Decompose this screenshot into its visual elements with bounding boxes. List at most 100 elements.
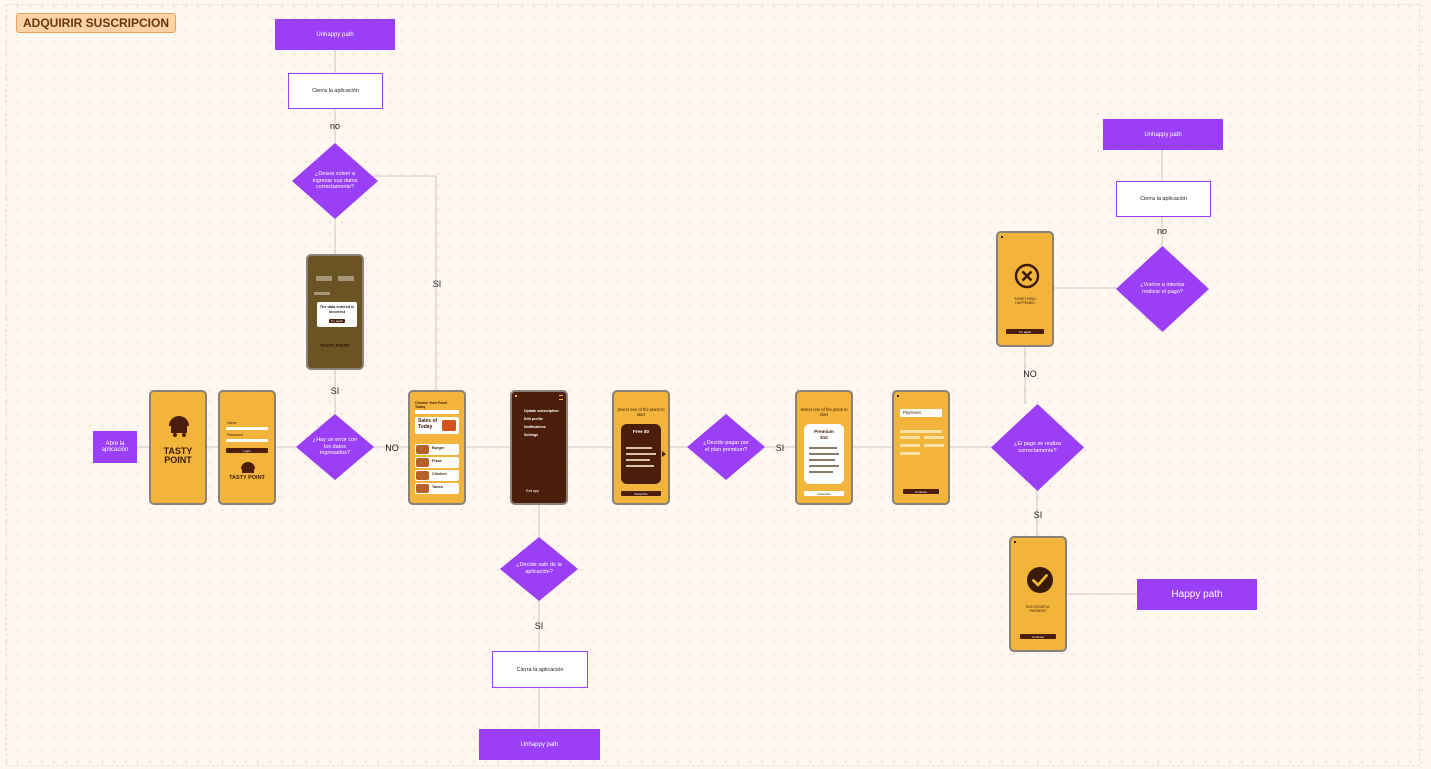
food-item-label: Tacos xyxy=(432,485,443,489)
next-plan-arrow-icon[interactable] xyxy=(662,451,666,457)
screen-premium-plan[interactable]: Select one of the plans to start Premium… xyxy=(795,390,853,505)
plan-feature xyxy=(809,447,837,449)
try-again-button[interactable]: Try again xyxy=(329,319,345,323)
edge-label-no: no xyxy=(329,121,341,131)
brand-logo-text: TASTY POINT xyxy=(229,475,265,481)
login-name-label: Name xyxy=(227,421,237,425)
plan-name: Premium $10 xyxy=(814,429,834,440)
screen-free-plan[interactable]: Select one of the plans to start Free $0… xyxy=(612,390,670,505)
login-password-label: Password xyxy=(227,433,243,437)
premium-plan-card[interactable]: Premium $10 xyxy=(804,424,844,484)
food-item-label: Chicken xyxy=(432,472,447,476)
try-again-button[interactable]: Try again xyxy=(1006,329,1044,334)
home-food-item[interactable]: Pizza xyxy=(415,457,459,468)
sales-banner[interactable]: Sales of Today xyxy=(415,417,459,434)
back-icon[interactable] xyxy=(897,395,899,397)
plans-title: Select one of the plans to start xyxy=(800,407,848,418)
unhappy-path-top[interactable]: Unhappy path xyxy=(275,19,395,50)
screen-splash[interactable]: TASTY POINT xyxy=(149,390,207,505)
start-node[interactable]: Abre la aplicación xyxy=(93,431,137,463)
decision-payment-ok[interactable]: ¿El pago se realiza correctamente? xyxy=(991,404,1084,491)
back-icon[interactable] xyxy=(515,395,517,397)
decision-data-error[interactable]: ¿Hay un error con los datos ingresados? xyxy=(296,414,374,480)
brand-logo-text: TASTY POINT xyxy=(163,446,193,465)
back-icon[interactable] xyxy=(1014,541,1016,543)
decision-label: ¿Vuelve a intentar realizar el pago? xyxy=(1140,282,1185,295)
decision-retry-payment[interactable]: ¿Vuelve a intentar realizar el pago? xyxy=(1116,246,1209,332)
error-dialog: The data entered is incorrect Try again xyxy=(317,302,357,327)
edge-label-si: SI xyxy=(330,386,340,396)
decision-pay-premium[interactable]: ¿Decide pagar por el plan premium? xyxy=(687,414,765,480)
free-plan-card[interactable]: Free $0 xyxy=(621,424,661,484)
decision-label: ¿Decide pagar por el plan premium? xyxy=(703,440,749,453)
home-food-item[interactable]: Chicken xyxy=(415,470,459,481)
menu-exit-app[interactable]: Exit app xyxy=(526,488,539,493)
error-message: The data entered is incorrect xyxy=(319,305,355,314)
edge-label-no: no xyxy=(1156,226,1168,236)
decision-label: ¿El pago se realiza correctamente? xyxy=(1013,440,1062,454)
plan-feature xyxy=(809,471,833,473)
hamburger-icon[interactable] xyxy=(559,395,563,400)
subscribe-button[interactable]: Subscribe xyxy=(804,491,844,496)
food-image xyxy=(442,420,456,431)
login-password-input[interactable] xyxy=(226,439,268,442)
home-heading: Choose Your Food Today xyxy=(415,401,447,410)
menu-item[interactable]: Notifications xyxy=(524,425,546,429)
menu-item[interactable]: Settings xyxy=(524,433,539,437)
edge-label-no: NO xyxy=(1023,369,1037,379)
plan-feature xyxy=(626,447,652,449)
expiry-input[interactable] xyxy=(900,436,920,439)
last-name-input[interactable] xyxy=(924,444,944,447)
payment-header: Payment xyxy=(900,409,942,417)
dimmed-field xyxy=(314,292,330,295)
unhappy-path-right[interactable]: Unhappy path xyxy=(1103,119,1223,150)
screen-payment-failed[interactable]: SOMETHING HAPPENED Try again xyxy=(996,231,1054,347)
menu-top-bar xyxy=(515,395,563,400)
plan-feature xyxy=(626,453,656,455)
menu-item[interactable]: Edit profile xyxy=(524,417,543,421)
food-thumbnail xyxy=(416,458,429,467)
login-button[interactable]: Login xyxy=(226,448,268,453)
back-icon[interactable] xyxy=(1001,236,1003,238)
screen-login[interactable]: Name Password Login TASTY POINT xyxy=(218,390,276,505)
menu-item[interactable]: Update subscription xyxy=(524,409,559,413)
subscribe-button[interactable]: Subscribe xyxy=(621,491,661,496)
failure-message: SOMETHING HAPPENED xyxy=(1014,297,1036,306)
edge-label-si: SI xyxy=(432,279,442,289)
decision-label: ¿Desea volver a ingresar sus datos corre… xyxy=(312,170,358,191)
continue-button[interactable]: Continue xyxy=(903,489,939,494)
card-number-input[interactable] xyxy=(900,430,942,433)
tab-inactive xyxy=(338,276,354,281)
zip-input[interactable] xyxy=(900,452,920,455)
connector xyxy=(373,175,437,391)
board-title: ADQUIRIR SUSCRIPCION xyxy=(16,13,177,33)
login-name-input[interactable] xyxy=(226,427,268,430)
home-food-item[interactable]: Burger xyxy=(415,444,459,455)
screen-payment-success[interactable]: SUCCESSFUL PAYMENT Continue xyxy=(1009,536,1067,652)
decision-exit-app[interactable]: ¿Decide salir de la aplicación? xyxy=(500,537,578,601)
screen-login-error[interactable]: The data entered is incorrect Try again … xyxy=(306,254,364,370)
home-food-item[interactable]: Tacos xyxy=(415,483,459,494)
cvv-input[interactable] xyxy=(924,436,944,439)
food-truck-icon xyxy=(169,416,189,437)
food-thumbnail xyxy=(416,484,429,493)
screen-home[interactable]: Choose Your Food Today Sales of Today Bu… xyxy=(408,390,466,505)
plan-feature xyxy=(626,465,654,467)
screen-payment[interactable]: Payment Continue xyxy=(892,390,950,505)
close-app-right[interactable]: Cierra la aplicación xyxy=(1116,181,1211,217)
unhappy-path-bottom[interactable]: Unhappy path xyxy=(479,729,600,760)
happy-path[interactable]: Happy path xyxy=(1137,579,1257,610)
continue-button[interactable]: Continue xyxy=(1020,634,1056,639)
edge-label-no: NO xyxy=(385,443,399,453)
error-x-icon xyxy=(1014,263,1040,289)
close-app-top[interactable]: Cierra la aplicación xyxy=(288,73,383,109)
close-app-bottom[interactable]: Cierra la aplicación xyxy=(492,651,588,688)
decision-retry-data[interactable]: ¿Desea volver a ingresar sus datos corre… xyxy=(292,143,378,219)
first-name-input[interactable] xyxy=(900,444,920,447)
home-search-input[interactable] xyxy=(415,410,459,414)
plan-feature xyxy=(809,465,839,467)
food-truck-icon xyxy=(241,462,255,473)
food-thumbnail xyxy=(416,445,429,454)
